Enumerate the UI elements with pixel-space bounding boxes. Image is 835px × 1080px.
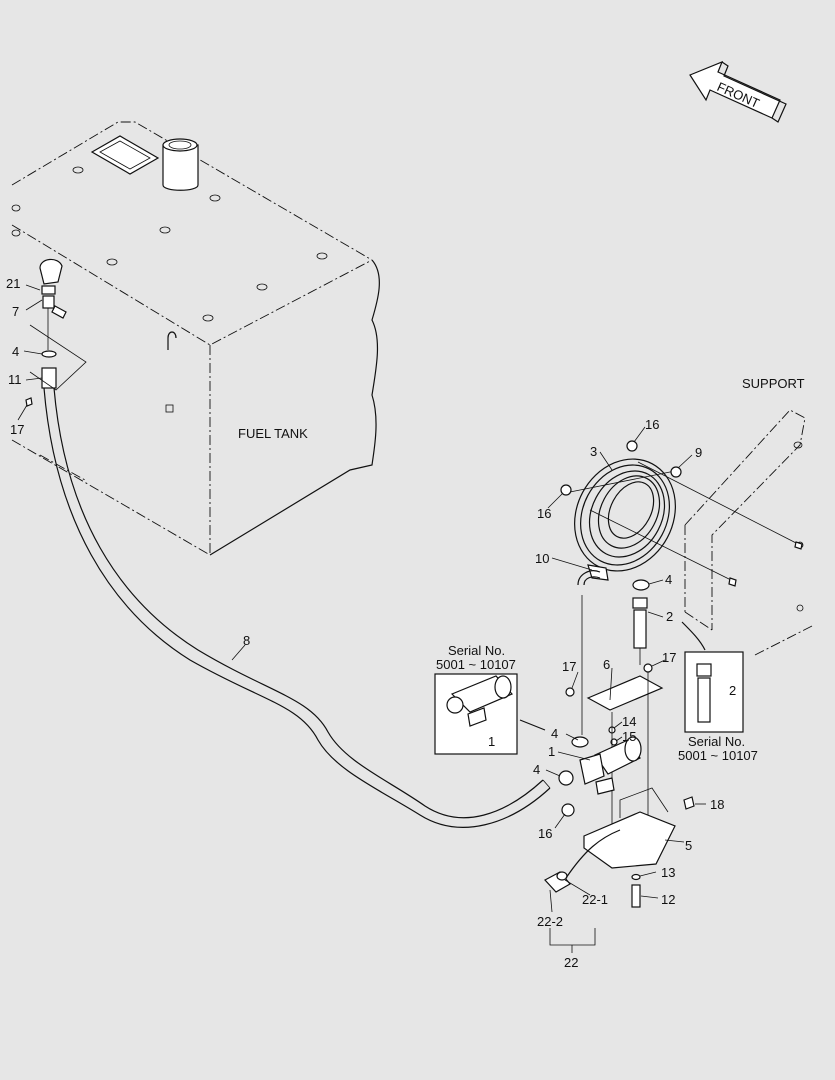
inset-right: 2 Serial No. 5001 ~ 10107 bbox=[678, 621, 758, 763]
callout-16: 16 bbox=[537, 506, 551, 521]
callout-9: 9 bbox=[695, 445, 702, 460]
callout-4: 4 bbox=[533, 762, 540, 777]
callout-13: 13 bbox=[661, 865, 675, 880]
callout-3: 3 bbox=[590, 444, 597, 459]
callout-1: 1 bbox=[548, 744, 555, 759]
hose-reel bbox=[560, 440, 803, 587]
callout-18: 18 bbox=[710, 797, 724, 812]
pump-assembly bbox=[544, 663, 695, 908]
callout-22: 22 bbox=[564, 955, 578, 970]
support-label: SUPPORT bbox=[742, 376, 805, 391]
callout-6: 6 bbox=[603, 657, 610, 672]
callout-11: 11 bbox=[8, 372, 22, 387]
inset-left-serial-title: Serial No. bbox=[448, 643, 505, 658]
front-arrow-icon: FRONT bbox=[689, 60, 787, 123]
inset-right-part: 2 bbox=[729, 683, 736, 698]
fuel-tank: FUEL TANK bbox=[11, 121, 380, 556]
callout-12: 12 bbox=[661, 892, 675, 907]
filter bbox=[581, 579, 650, 735]
support-bracket: SUPPORT bbox=[684, 376, 813, 656]
inset-right-serial-range: 5001 ~ 10107 bbox=[678, 748, 758, 763]
callout-17: 17 bbox=[662, 650, 676, 665]
callout-7: 7 bbox=[12, 304, 19, 319]
inset-right-serial-title: Serial No. bbox=[688, 734, 745, 749]
callout-10: 10 bbox=[535, 551, 549, 566]
callout-21: 21 bbox=[6, 276, 20, 291]
callout-4: 4 bbox=[665, 572, 672, 587]
inset-left-serial-range: 5001 ~ 10107 bbox=[436, 657, 516, 672]
callout-17: 17 bbox=[562, 659, 576, 674]
callout-22-2: 22-2 bbox=[537, 914, 563, 929]
hose bbox=[43, 387, 551, 828]
callout-2: 2 bbox=[666, 609, 673, 624]
callout-17: 17 bbox=[10, 422, 24, 437]
callout-8: 8 bbox=[243, 633, 250, 648]
tank-fittings bbox=[25, 258, 87, 407]
leader-lines bbox=[17, 284, 706, 953]
callout-22-1: 22-1 bbox=[582, 892, 608, 907]
callout-14: 14 bbox=[622, 714, 636, 729]
callout-4: 4 bbox=[12, 344, 19, 359]
callout-16: 16 bbox=[645, 417, 659, 432]
callout-15: 15 bbox=[622, 729, 636, 744]
callout-4: 4 bbox=[551, 726, 558, 741]
callout-16: 16 bbox=[538, 826, 552, 841]
fuel-tank-label: FUEL TANK bbox=[238, 426, 308, 441]
callouts: 21 7 4 11 17 8 3 16 9 16 10 4 2 17 6 17 … bbox=[6, 276, 724, 970]
callout-5: 5 bbox=[685, 838, 692, 853]
inset-left: Serial No. 5001 ~ 10107 1 bbox=[434, 643, 546, 755]
inset-left-part: 1 bbox=[488, 734, 495, 749]
